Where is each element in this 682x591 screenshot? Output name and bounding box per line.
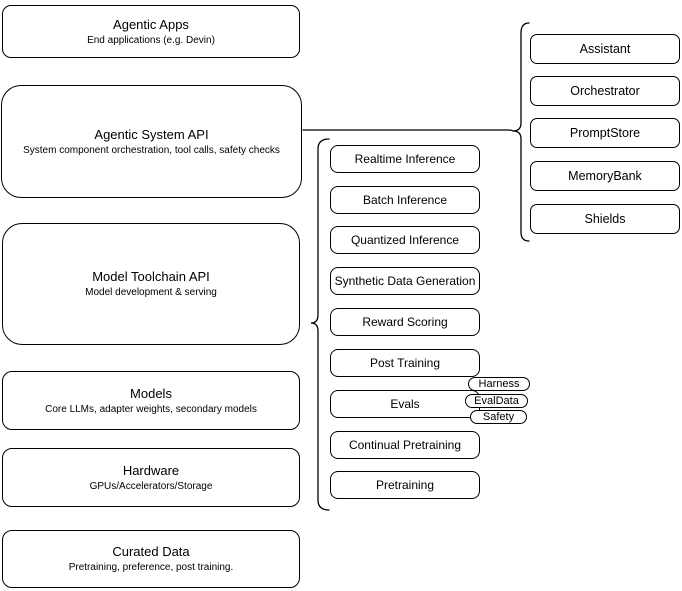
- layer-subtitle: GPUs/Accelerators/Storage: [89, 480, 213, 492]
- layer-box-agentic-system-api: Agentic System API System component orch…: [1, 85, 302, 198]
- layer-subtitle: Model development & serving: [85, 287, 217, 298]
- layer-title: Models: [130, 385, 172, 401]
- layer-box-agentic-apps: Agentic Apps End applications (e.g. Devi…: [2, 5, 300, 58]
- toolchain-item-post-training: Post Training: [330, 349, 480, 377]
- layer-title: Curated Data: [112, 544, 190, 559]
- layer-title: Hardware: [122, 462, 180, 478]
- layer-subtitle: Core LLMs, adapter weights, secondary mo…: [45, 403, 257, 415]
- toolchain-item-quantized-inference: Quantized Inference: [330, 226, 480, 254]
- component-box-assistant: Assistant: [530, 34, 680, 64]
- eval-tag-evaldata: EvalData: [465, 394, 528, 408]
- system-api-to-components-connector-line: [302, 129, 514, 132]
- toolchain-item-pretraining: Pretraining: [330, 471, 480, 499]
- layer-subtitle: End applications (e.g. Devin): [87, 34, 215, 46]
- eval-tag-safety: Safety: [470, 410, 527, 424]
- layer-title: Agentic Apps: [113, 16, 189, 32]
- layer-subtitle: System component orchestration, tool cal…: [23, 144, 280, 156]
- toolchain-item-continual-pretraining: Continual Pretraining: [330, 431, 480, 459]
- toolchain-item-evals: Evals: [330, 390, 480, 418]
- toolchain-item-reward-scoring: Reward Scoring: [330, 308, 480, 336]
- eval-tag-harness: Harness: [468, 377, 530, 391]
- component-box-shields: Shields: [530, 204, 680, 234]
- layer-box-curated-data: Curated Data Pretraining, preference, po…: [2, 530, 300, 588]
- layer-title: Model Toolchain API: [92, 269, 210, 284]
- layer-subtitle: Pretraining, preference, post training.: [68, 562, 234, 573]
- toolchain-item-realtime-inference: Realtime Inference: [330, 145, 480, 173]
- toolchain-item-synthetic-data-generation: Synthetic Data Generation: [330, 267, 480, 295]
- layer-title: Agentic System API: [94, 126, 209, 142]
- component-box-memorybank: MemoryBank: [530, 161, 680, 191]
- layer-box-model-toolchain-api: Model Toolchain API Model development & …: [2, 223, 300, 345]
- component-box-orchestrator: Orchestrator: [530, 76, 680, 106]
- toolchain-item-batch-inference: Batch Inference: [330, 186, 480, 214]
- layer-box-hardware: Hardware GPUs/Accelerators/Storage: [2, 448, 300, 507]
- layer-box-models: Models Core LLMs, adapter weights, secon…: [2, 371, 300, 430]
- component-box-promptstore: PromptStore: [530, 118, 680, 148]
- toolchain-brace: [310, 138, 330, 511]
- components-brace: [512, 22, 530, 242]
